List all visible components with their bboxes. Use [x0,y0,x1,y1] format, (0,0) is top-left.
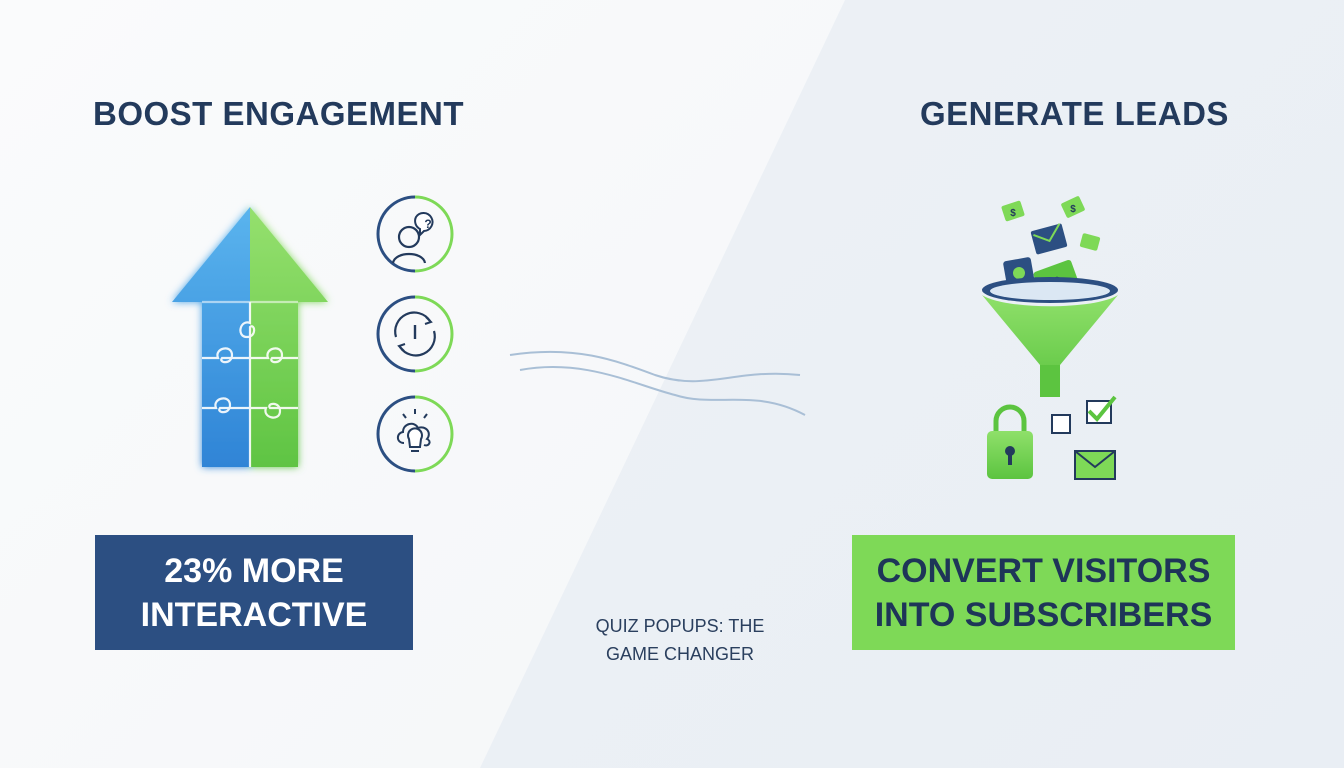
svg-text:$: $ [1010,208,1016,219]
svg-text:?: ? [424,217,431,231]
svg-text:$: $ [1070,204,1076,215]
person-question-icon: ? [376,195,454,273]
caption-line-2: GAME CHANGER [605,644,755,664]
email-icon [1074,450,1116,480]
email-icon [1030,223,1068,255]
stat-line-1: 23% MORE [164,551,344,590]
stat-line-1: CONVERT VISITORS [876,551,1211,590]
boost-engagement-heading: BOOST ENGAGEMENT [93,95,465,132]
funnel-icon: $ $ $ [982,196,1118,480]
generate-leads-heading: GENERATE LEADS [920,95,1229,132]
checked-checkbox-icon [1086,395,1117,424]
lightbulb-cloud-icon [376,395,454,473]
caption-line-1: QUIZ POPUPS: THE [595,616,765,636]
stat-line-2: INTO SUBSCRIBERS [874,595,1213,634]
empty-checkbox-icon [1051,414,1071,434]
lock-icon [987,404,1033,479]
money-note-icon: $ [1061,196,1085,218]
engagement-stat-box: 23% MORE INTERACTIVE [95,535,413,650]
center-caption: QUIZ POPUPS: THE GAME CHANGER [560,612,800,668]
stat-line-2: INTERACTIVE [140,595,368,634]
puzzle-arrow-icon [172,207,328,467]
clock-cycle-icon [376,295,454,373]
money-note-icon: $ [1001,200,1025,222]
money-note-icon [1079,233,1101,251]
leads-stat-box: CONVERT VISITORS INTO SUBSCRIBERS [852,535,1235,650]
wave-connector [509,350,806,416]
